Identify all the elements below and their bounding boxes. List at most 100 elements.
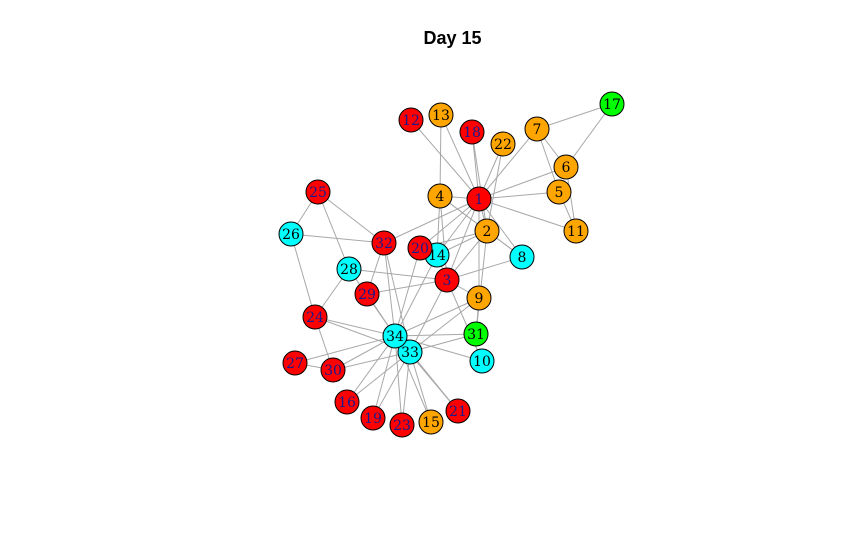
node-12: 12: [398, 107, 424, 133]
node-circle: [469, 348, 495, 374]
edge-2-18: [471, 131, 488, 232]
edge-3-28: [348, 268, 448, 281]
node-label: 10: [473, 354, 491, 370]
node-label: 4: [436, 189, 445, 205]
edge-9-34: [394, 297, 480, 337]
edge-3-33: [409, 279, 448, 353]
node-circle: [434, 267, 460, 293]
edge-19-34: [372, 335, 396, 419]
node-circle: [459, 119, 485, 145]
node-label: 33: [401, 345, 419, 361]
node-label: 7: [533, 122, 542, 138]
edge-16-34: [346, 335, 396, 403]
node-circle: [397, 339, 423, 365]
node-circle: [282, 350, 308, 376]
node-circle: [302, 304, 328, 330]
node-30: 30: [320, 357, 346, 383]
node-label: 1: [475, 192, 484, 208]
node-circle: [305, 179, 331, 205]
node-label: 3: [443, 273, 452, 289]
node-21: 21: [445, 398, 471, 424]
node-24: 24: [302, 304, 328, 330]
node-23: 23: [389, 412, 415, 438]
node-33: 33: [397, 339, 423, 365]
node-22: 22: [490, 131, 516, 157]
edge-3-10: [446, 279, 483, 362]
edge-7-17: [536, 103, 613, 130]
edge-3-8: [446, 256, 523, 281]
node-circle: [466, 186, 492, 212]
node-1: 1: [466, 186, 492, 212]
node-2: 2: [474, 218, 500, 244]
node-label: 29: [358, 287, 376, 303]
node-label: 5: [555, 185, 564, 201]
node-circle: [371, 230, 397, 256]
node-25: 25: [305, 179, 331, 205]
node-circle: [445, 398, 471, 424]
node-label: 2: [483, 224, 492, 240]
edge-1-11: [478, 198, 577, 232]
node-label: 11: [567, 224, 585, 240]
edge-25-32: [317, 191, 385, 244]
node-circle: [407, 235, 433, 261]
edge-23-34: [394, 335, 403, 426]
node-circle: [599, 91, 625, 117]
node-34: 34: [382, 323, 408, 349]
node-label: 12: [402, 113, 420, 129]
node-circle: [418, 409, 444, 435]
node-3: 3: [434, 267, 460, 293]
node-19: 19: [360, 405, 386, 431]
node-circle: [336, 256, 362, 282]
edge-31-34: [394, 333, 477, 337]
node-label: 19: [364, 411, 382, 427]
node-11: 11: [563, 218, 589, 244]
edge-32-34: [383, 242, 396, 337]
node-9: 9: [466, 285, 492, 311]
edge-30-33: [332, 351, 411, 371]
node-circle: [490, 131, 516, 157]
node-28: 28: [336, 256, 362, 282]
node-4: 4: [427, 183, 453, 209]
node-27: 27: [282, 350, 308, 376]
edge-26-32: [290, 233, 385, 244]
node-circle: [334, 389, 360, 415]
node-label: 21: [449, 404, 467, 420]
node-label: 30: [324, 363, 342, 379]
node-8: 8: [509, 244, 535, 270]
edge-1-12: [410, 119, 480, 200]
edge-6-17: [565, 103, 613, 168]
node-label: 28: [340, 262, 358, 278]
node-17: 17: [599, 91, 625, 117]
node-label: 32: [375, 236, 393, 252]
edge-27-34: [294, 335, 396, 364]
node-26: 26: [278, 221, 304, 247]
edge-24-34: [314, 316, 396, 337]
node-5: 5: [546, 179, 572, 205]
node-7: 7: [524, 116, 550, 142]
node-label: 31: [467, 327, 485, 343]
edge-2-22: [486, 143, 504, 232]
node-20: 20: [407, 235, 433, 261]
node-circle: [466, 285, 492, 311]
node-circle: [546, 179, 572, 205]
node-circle: [474, 218, 500, 244]
edge-3-4: [439, 195, 448, 281]
node-circle: [382, 323, 408, 349]
node-circle: [389, 412, 415, 438]
edge-20-34: [394, 247, 421, 337]
node-10: 10: [469, 348, 495, 374]
node-circle: [524, 116, 550, 142]
node-label: 16: [338, 395, 356, 411]
edge-4-13: [439, 114, 442, 197]
node-label: 15: [422, 415, 440, 431]
node-label: 34: [386, 329, 404, 345]
node-circle: [427, 183, 453, 209]
node-15: 15: [418, 409, 444, 435]
node-label: 13: [432, 108, 450, 124]
node-circle: [563, 218, 589, 244]
node-circle: [354, 281, 380, 307]
edge-14-34: [394, 254, 438, 337]
node-label: 8: [518, 250, 527, 266]
edge-1-20: [419, 198, 480, 249]
